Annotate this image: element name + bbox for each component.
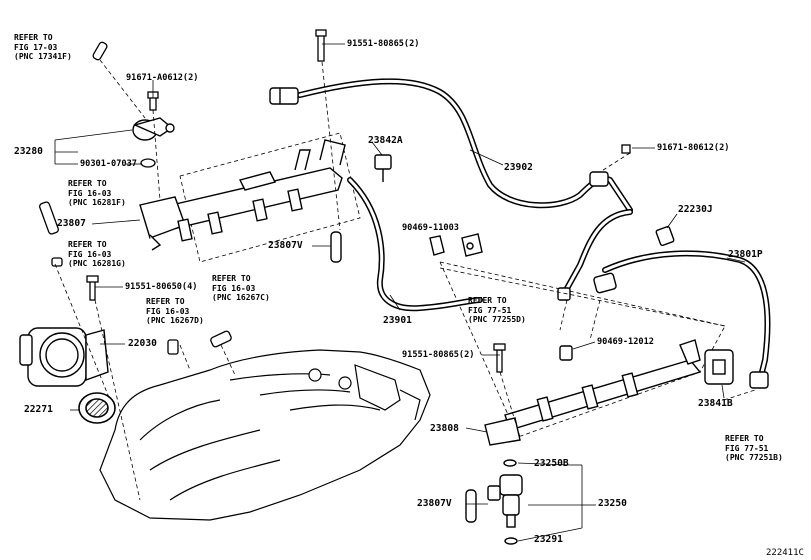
sensor-22230j: [655, 225, 675, 247]
ref-line: FIG 16-03: [68, 188, 112, 198]
ref-line: (PNC 16281G): [68, 259, 126, 269]
ref-line: FIG 16-03: [212, 283, 256, 293]
label-23801p: 23801P: [728, 249, 763, 260]
ref-line: REFER TO: [725, 434, 764, 443]
ref-line: FIG 77-51: [468, 305, 512, 315]
label-23808: 23808: [430, 423, 459, 434]
seal-23807v-upper: [330, 231, 342, 263]
label-23842a: 23842A: [368, 135, 403, 146]
label-23291: 23291: [534, 534, 563, 545]
label-23901: 23901: [383, 315, 412, 326]
ref-line: (PNC 16281F): [68, 198, 126, 208]
label-91551-80650: 91551-80650(4): [125, 282, 198, 292]
damper-23841b: [704, 349, 734, 385]
ref-line: FIG 16-03: [146, 306, 190, 316]
ref-line: REFER TO: [14, 33, 53, 42]
quick-connector-top: [269, 87, 609, 187]
fuel-rail-lower: [484, 339, 702, 446]
throttle-body: [19, 327, 109, 387]
ref-fig77-51-b: REFER TO FIG 77-51 (PNC 77251B): [725, 434, 783, 463]
ref-line: (PNC 77255D): [468, 315, 526, 325]
fuel-pipe-23901: [347, 177, 483, 312]
ref-line: (PNC 16267C): [212, 293, 270, 303]
ref-line: FIG 77-51: [725, 443, 769, 453]
leader-lines: [54, 43, 746, 542]
label-91671-80612: 91671-80612(2): [657, 143, 730, 153]
ref-line: FIG 16-03: [68, 249, 112, 259]
label-22271: 22271: [24, 404, 53, 415]
label-91551-80865-bot: 91551-80865(2): [402, 350, 475, 360]
clamp-90469-11003: [429, 233, 483, 257]
label-23250: 23250: [598, 498, 627, 509]
sensor-23842a: [374, 154, 392, 182]
label-23807: 23807: [57, 218, 86, 229]
ref-fig16-03-d: REFER TO FIG 16-03 (PNC 16267D): [146, 297, 204, 326]
dashed-alignment-lines: [54, 59, 756, 501]
ref-line: FIG 17-03: [14, 42, 58, 52]
ref-line: REFER TO: [212, 274, 251, 283]
ref-line: (PNC 77251B): [725, 453, 783, 463]
label-23902: 23902: [504, 162, 533, 173]
fuel-pipe-23902: [297, 78, 633, 213]
label-23807v-bot: 23807V: [417, 498, 452, 509]
ref-line: (PNC 17341F): [14, 52, 72, 62]
ref-fig16-03-a: REFER TO FIG 16-03 (PNC 16281F): [68, 179, 126, 208]
pulsation-damper: [132, 117, 175, 141]
upper-rail-frame: [179, 132, 361, 263]
label-23280: 23280: [14, 146, 43, 157]
label-90469-11003: 90469-11003: [402, 223, 459, 233]
clip-90469-12012: [559, 345, 573, 361]
gasket-22271: [78, 392, 116, 424]
label-91551-80865-top: 91551-80865(2): [347, 39, 420, 49]
label-22230j: 22230J: [678, 204, 713, 215]
label-90301-07037: 90301-07037: [80, 159, 137, 169]
ref-fig17-03: REFER TO FIG 17-03 (PNC 17341F): [14, 33, 72, 62]
lower-rail-frame: [439, 261, 726, 438]
ref-line: REFER TO: [468, 296, 507, 305]
label-23807v-top: 23807V: [268, 240, 303, 251]
label-91671-a0612: 91671-A0612(2): [126, 73, 199, 83]
fuel-rail-upper: [139, 139, 346, 251]
injector-23250: [487, 459, 523, 545]
label-23250b: 23250B: [534, 458, 569, 469]
ref-fig16-03-c: REFER TO FIG 16-03 (PNC 16267C): [212, 274, 270, 303]
ref-line: REFER TO: [68, 179, 107, 188]
ref-fig16-03-b: REFER TO FIG 16-03 (PNC 16281G): [68, 240, 126, 269]
seal-23807v-lower: [465, 489, 477, 523]
ref-line: (PNC 16267D): [146, 316, 204, 326]
label-23841b: 23841B: [698, 398, 733, 409]
label-22030: 22030: [128, 338, 157, 349]
intake-manifold: [99, 349, 431, 521]
ref-fig77-51-a: REFER TO FIG 77-51 (PNC 77255D): [468, 296, 526, 325]
ref-line: REFER TO: [68, 240, 107, 249]
ref-line: REFER TO: [146, 297, 185, 306]
label-90469-12012: 90469-12012: [597, 337, 654, 347]
figure-id: 222411C: [766, 548, 804, 558]
